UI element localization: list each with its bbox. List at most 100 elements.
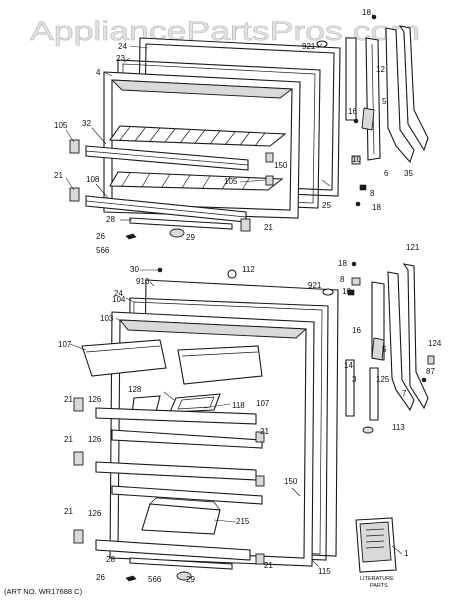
- art-number: (ART NO. WR17688 C): [4, 587, 83, 596]
- callout-107: 107: [256, 399, 270, 408]
- callout-23: 23: [116, 54, 125, 63]
- callout-105: 105: [54, 121, 68, 130]
- callout-14: 14: [344, 361, 353, 370]
- door-shelf-bar-1: [95, 407, 257, 425]
- callout-126: 126: [88, 435, 102, 444]
- screw-icon: [157, 267, 163, 273]
- shelf-end-clip: [240, 218, 251, 232]
- callout-150: 150: [274, 161, 288, 170]
- callout-labels: 18 24 921 23 4 12 105 32 5 16 150 10 6 3…: [54, 8, 442, 584]
- cam: [347, 289, 355, 296]
- fresh-food-trim-strip: [129, 557, 233, 570]
- callout-125: 125: [376, 375, 390, 384]
- hinge-pin: [351, 155, 361, 165]
- callout-10: 10: [352, 155, 361, 164]
- callout-128: 128: [128, 385, 142, 394]
- door-stop-plug: [227, 269, 237, 279]
- fresh-food-door-assembly: LITERATURE PARTS: [73, 261, 435, 589]
- handle-cap: [427, 355, 435, 365]
- freezer-door-assembly: [69, 14, 429, 240]
- hinge-block: [361, 107, 375, 131]
- callout-16: 16: [352, 326, 361, 335]
- freezer-trim-strip: [129, 217, 233, 230]
- literature-label: PARTS: [370, 583, 388, 589]
- shelf-end-clip: [69, 187, 80, 202]
- callout-103: 103: [100, 314, 114, 323]
- callout-104: 104: [112, 295, 126, 304]
- callout-107: 107: [58, 340, 72, 349]
- callout-29: 29: [186, 233, 195, 242]
- plug-button: [322, 288, 334, 296]
- screw-icon: [351, 261, 357, 267]
- callout-118: 118: [232, 401, 245, 410]
- callout-1: 1: [404, 549, 409, 558]
- callout-26: 26: [96, 232, 105, 241]
- callout-10: 10: [342, 287, 351, 296]
- literature-label: LITERATURE: [360, 576, 394, 582]
- screw-icon: [353, 118, 359, 124]
- callout-115: 115: [318, 567, 331, 576]
- shelf-end-clip: [73, 397, 84, 412]
- callout-30: 30: [130, 265, 139, 274]
- callout-4: 4: [96, 68, 101, 77]
- shelf-end-clip: [73, 529, 84, 544]
- callout-18: 18: [338, 259, 347, 268]
- handle-strip: [385, 27, 415, 164]
- callout-215: 215: [236, 517, 250, 526]
- callout-29: 29: [186, 575, 195, 584]
- callout-24: 24: [114, 289, 123, 298]
- screw-icon: [355, 201, 361, 207]
- callout-21: 21: [54, 171, 63, 180]
- callout-126: 126: [88, 395, 102, 404]
- callout-8: 8: [370, 189, 375, 198]
- shelf-end-clip: [255, 553, 265, 565]
- callout-5: 5: [382, 97, 387, 106]
- shelf-end-clip: [255, 431, 265, 443]
- callout-18: 18: [372, 203, 381, 212]
- dairy-compartment-door-right: [177, 345, 263, 385]
- door-shelf-bar-3: [95, 539, 251, 561]
- callout-566: 566: [96, 246, 110, 255]
- door-stop: [176, 571, 192, 581]
- callout-105: 105: [224, 177, 238, 186]
- callout-28: 28: [106, 555, 115, 564]
- shelf-end-clip: [265, 152, 274, 163]
- callout-32: 32: [82, 119, 91, 128]
- door-bin-large: [141, 503, 221, 535]
- callout-921: 921: [308, 281, 322, 290]
- callout-21: 21: [264, 223, 273, 232]
- callout-921: 921: [302, 42, 316, 51]
- screw-icon: [421, 377, 427, 383]
- callout-150: 150: [284, 477, 298, 486]
- callout-113: 113: [392, 423, 405, 432]
- hinge-pin: [351, 277, 361, 286]
- callout-108: 108: [86, 175, 100, 184]
- shelf-end-clip: [255, 475, 265, 487]
- callout-87: 87: [426, 367, 435, 376]
- callout-12: 12: [376, 65, 385, 74]
- watermark: AppliancePartsPros.com: [30, 16, 420, 46]
- callout-21: 21: [64, 435, 73, 444]
- screw-icon: [125, 233, 137, 240]
- callout-8: 8: [340, 275, 345, 284]
- callout-26: 26: [96, 573, 105, 582]
- callout-566: 566: [148, 575, 162, 584]
- callout-16: 16: [348, 107, 357, 116]
- callout-21: 21: [64, 395, 73, 404]
- cam: [359, 184, 367, 191]
- callout-21: 21: [264, 561, 273, 570]
- door-stop: [169, 228, 185, 238]
- shelf-end-clip: [73, 451, 84, 466]
- callout-3: 3: [352, 375, 357, 384]
- hinge-block: [371, 337, 385, 361]
- callout-21: 21: [260, 427, 269, 436]
- callout-21: 21: [64, 507, 73, 516]
- callout-28: 28: [106, 215, 115, 224]
- callout-5: 5: [382, 345, 387, 354]
- callout-35: 35: [404, 169, 413, 178]
- literature-booklet: [355, 517, 397, 573]
- screw-icon: [125, 575, 137, 582]
- door-handle-lower: [387, 271, 415, 412]
- dairy-compartment-door-left: [81, 339, 167, 377]
